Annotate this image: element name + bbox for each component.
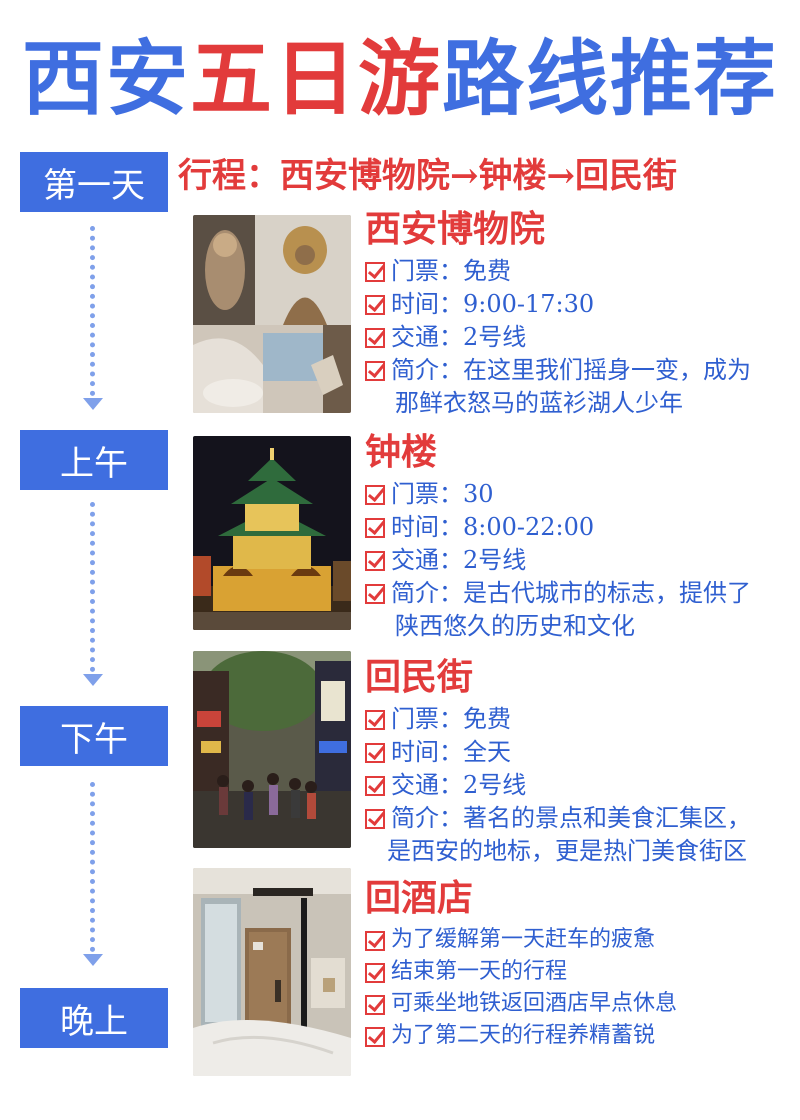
hours-info: 时间：9:00-17:30 <box>391 290 595 318</box>
checkbox-icon <box>365 262 385 282</box>
intro-info: 简介：在这里我们摇身一变，成为 <box>391 356 751 384</box>
hotel-note-1: 为了缓解第一天赶车的疲惫 <box>391 927 656 952</box>
checkbox-icon <box>365 963 385 983</box>
info-row-continued: 那鲜衣怒马的蓝衫湖人少年 <box>365 387 785 420</box>
intro-info-cont: 陕西悠久的历史和文化 <box>395 612 635 640</box>
ticket-info: 门票：免费 <box>391 705 511 733</box>
section-muslim-street: 回民街 门票：免费 时间：全天 交通：2号线 简介：著名的景点和美食汇集区， 是… <box>365 655 785 868</box>
intro-info-cont: 那鲜衣怒马的蓝衫湖人少年 <box>395 389 683 417</box>
place-title: 钟楼 <box>365 431 438 473</box>
place-title: 回民街 <box>365 656 474 698</box>
title-part-xian: 西安 <box>21 32 190 127</box>
checkbox-icon <box>365 743 385 763</box>
info-row: 结束第一天的行程 <box>365 956 785 988</box>
bell-tower-photo <box>193 436 351 630</box>
checkbox-icon <box>365 931 385 951</box>
page-title: 西安五日游路线推荐 <box>0 30 800 130</box>
checkbox-icon <box>365 995 385 1015</box>
info-row: 门票：免费 <box>365 703 785 736</box>
info-row: 简介：在这里我们摇身一变，成为 <box>365 354 785 387</box>
info-row: 时间：8:00-22:00 <box>365 511 785 544</box>
info-row-continued: 是西安的地标，更是热门美食街区 <box>365 835 785 868</box>
hotel-room-photo <box>193 868 351 1076</box>
hours-info: 时间：8:00-22:00 <box>391 513 595 541</box>
checkbox-icon <box>365 551 385 571</box>
hotel-note-3: 可乘坐地铁返回酒店早点休息 <box>391 991 678 1016</box>
checkbox-icon <box>365 485 385 505</box>
info-row: 简介：著名的景点和美食汇集区， <box>365 802 785 835</box>
info-row: 时间：全天 <box>365 736 785 769</box>
timeline-morning: 上午 <box>20 430 168 490</box>
info-row: 交通：2号线 <box>365 769 785 802</box>
muslim-street-photo <box>193 651 351 848</box>
info-row: 门票：30 <box>365 478 785 511</box>
info-row: 简介：是古代城市的标志，提供了 <box>365 577 785 610</box>
section-bell-tower: 钟楼 门票：30 时间：8:00-22:00 交通：2号线 简介：是古代城市的标… <box>365 430 785 643</box>
info-row: 为了第二天的行程养精蓄锐 <box>365 1020 785 1052</box>
timeline-connector <box>90 782 103 952</box>
info-row-continued: 陕西悠久的历史和文化 <box>365 610 785 643</box>
hotel-note-2: 结束第一天的行程 <box>391 959 568 984</box>
hotel-note-4: 为了第二天的行程养精蓄锐 <box>391 1023 656 1048</box>
info-row: 门票：免费 <box>365 255 785 288</box>
checkbox-icon <box>365 328 385 348</box>
down-arrow-icon <box>83 674 103 686</box>
museum-photo <box>193 215 351 413</box>
checkbox-icon <box>365 584 385 604</box>
down-arrow-icon <box>83 398 103 410</box>
checkbox-icon <box>365 361 385 381</box>
timeline-day-one: 第一天 <box>20 152 168 212</box>
checkbox-icon <box>365 295 385 315</box>
route-summary: 行程：西安博物院→钟楼→回民街 <box>178 156 677 196</box>
timeline-connector <box>90 502 103 672</box>
timeline-afternoon: 下午 <box>20 706 168 766</box>
title-part-tour: 游 <box>358 32 443 127</box>
intro-info: 简介：著名的景点和美食汇集区， <box>391 804 751 832</box>
section-museum: 西安博物院 门票：免费 时间：9:00-17:30 交通：2号线 简介：在这里我… <box>365 207 785 420</box>
down-arrow-icon <box>83 954 103 966</box>
checkbox-icon <box>365 1027 385 1047</box>
timeline-evening: 晚上 <box>20 988 168 1048</box>
title-part-five-days: 五日 <box>189 32 358 127</box>
info-row: 可乘坐地铁返回酒店早点休息 <box>365 988 785 1020</box>
timeline-connector <box>90 226 103 396</box>
transport-info: 交通：2号线 <box>391 771 527 799</box>
checkbox-icon <box>365 809 385 829</box>
checkbox-icon <box>365 776 385 796</box>
info-row: 为了缓解第一天赶车的疲惫 <box>365 924 785 956</box>
ticket-info: 门票：免费 <box>391 257 511 285</box>
checkbox-icon <box>365 518 385 538</box>
place-title: 回酒店 <box>365 877 474 919</box>
intro-info: 简介：是古代城市的标志，提供了 <box>391 579 751 607</box>
info-row: 交通：2号线 <box>365 544 785 577</box>
title-part-route: 路线推荐 <box>442 32 779 127</box>
checkbox-icon <box>365 710 385 730</box>
info-row: 交通：2号线 <box>365 321 785 354</box>
info-row: 时间：9:00-17:30 <box>365 288 785 321</box>
transport-info: 交通：2号线 <box>391 546 527 574</box>
section-hotel: 回酒店 为了缓解第一天赶车的疲惫 结束第一天的行程 可乘坐地铁返回酒店早点休息 … <box>365 876 785 1052</box>
place-title: 西安博物院 <box>365 208 546 250</box>
intro-info-cont: 是西安的地标，更是热门美食街区 <box>387 837 747 865</box>
ticket-info: 门票：30 <box>391 480 494 508</box>
hours-info: 时间：全天 <box>391 738 511 766</box>
transport-info: 交通：2号线 <box>391 323 527 351</box>
